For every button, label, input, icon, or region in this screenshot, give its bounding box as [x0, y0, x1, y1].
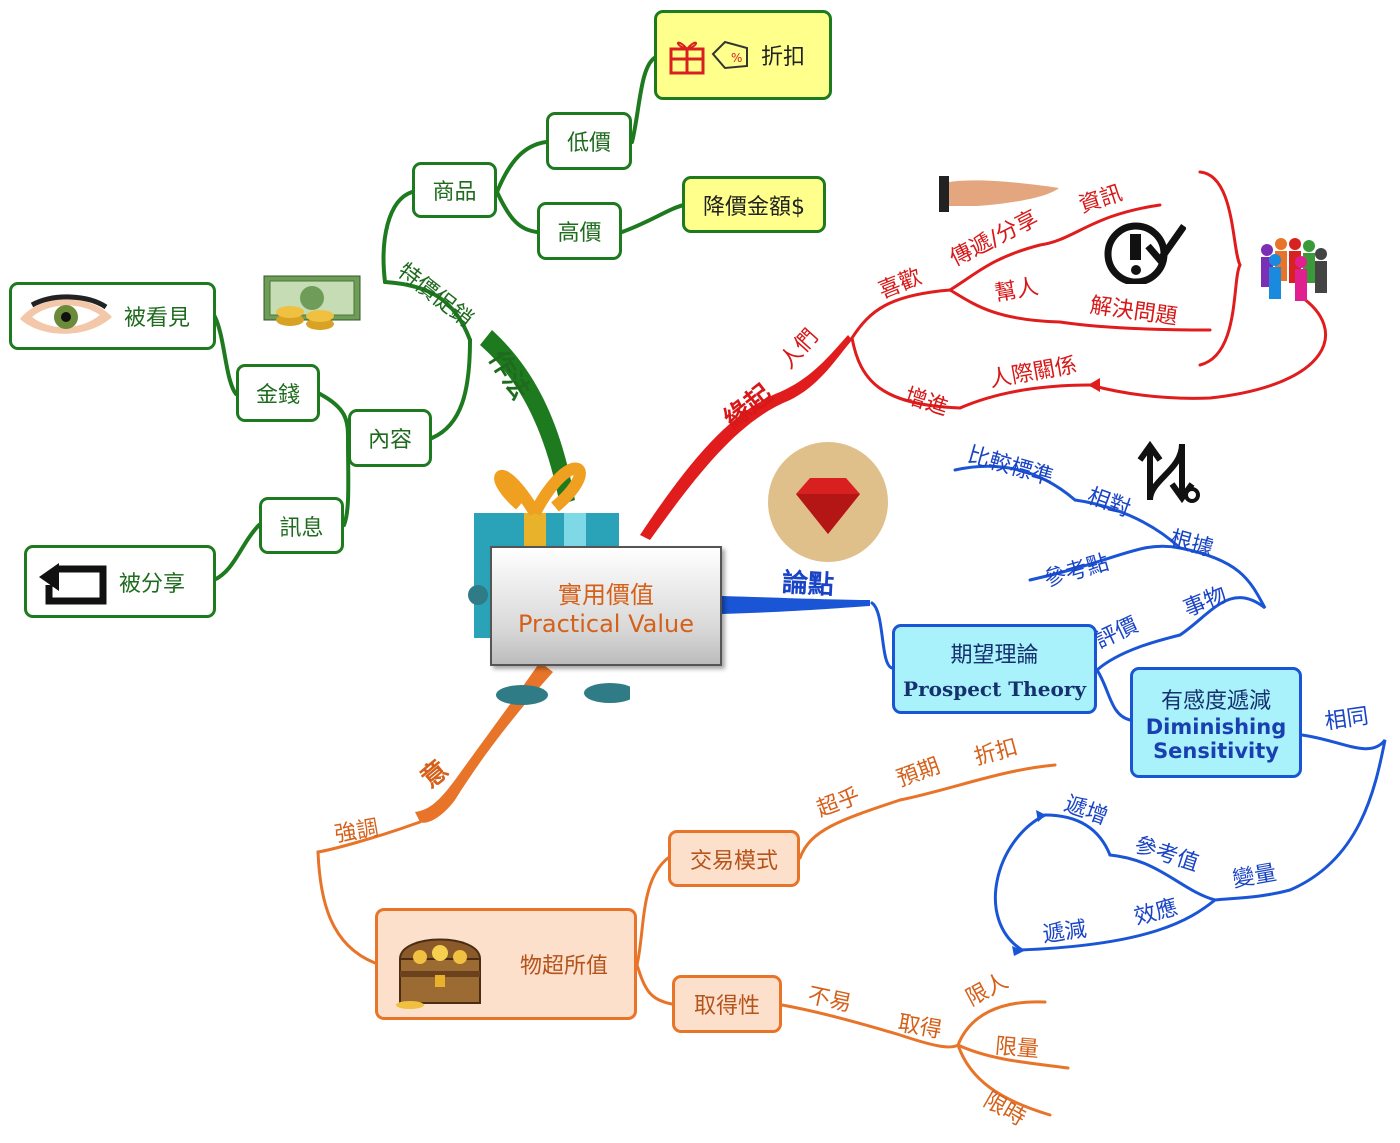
- node-low-price: 低價: [546, 112, 632, 170]
- discount-label: 折扣: [761, 45, 806, 70]
- node-trade-mode: 交易模式: [668, 830, 800, 887]
- label-decrement: 遞減: [1041, 917, 1089, 948]
- red-main-branch: [640, 335, 852, 540]
- node-be-shared: 被分享: [24, 545, 216, 618]
- prospect-theory-en: Prospect Theory: [903, 677, 1086, 701]
- green-main-branch: [480, 330, 575, 505]
- swap-arrows-icon: [1132, 440, 1204, 506]
- node-obtain: 取得性: [672, 975, 782, 1033]
- label-same: 相同: [1323, 704, 1371, 735]
- blue-main-branch: [722, 596, 870, 614]
- node-be-seen: 被看見: [9, 282, 216, 350]
- gift-icon: [667, 35, 707, 75]
- center-title-en: Practical Value: [517, 609, 694, 638]
- node-money: 金錢: [236, 364, 320, 422]
- be-seen-label: 被看見: [124, 306, 191, 331]
- share-return-icon: [37, 557, 109, 607]
- prospect-theory-zh: 期望理論: [950, 643, 1039, 668]
- dollar-coins-icon: [262, 272, 362, 334]
- eye-icon: [18, 291, 114, 341]
- node-content: 內容: [348, 409, 432, 467]
- node-diminishing: 有感度遞減 Diminishing Sensitivity: [1130, 667, 1302, 778]
- node-value-for-money: 物超所值: [375, 908, 637, 1020]
- node-high-price: 高價: [537, 202, 622, 260]
- label-argument: 論點: [781, 568, 835, 601]
- label-limit-qty: 限量: [993, 1034, 1040, 1063]
- hand-icon: [937, 172, 1062, 214]
- node-prospect-theory: 期望理論 Prospect Theory: [892, 624, 1097, 714]
- node-price-cut: 降價金額$: [682, 176, 826, 233]
- diminishing-en-1: Diminishing: [1145, 714, 1287, 739]
- center-node: 實用價值 Practical Value: [490, 546, 722, 666]
- ruby-badge-icon: [768, 442, 888, 562]
- people-group-icon: [1255, 236, 1335, 304]
- treasure-chest-icon: [390, 919, 490, 1009]
- exclamation-check-icon: [1102, 220, 1187, 286]
- be-shared-label: 被分享: [119, 571, 186, 597]
- svg-text:%: %: [731, 51, 742, 65]
- node-goods: 商品: [412, 162, 497, 218]
- node-message: 訊息: [259, 497, 344, 554]
- value-for-money-label: 物超所值: [520, 954, 609, 979]
- price-tag-icon: %: [711, 38, 749, 72]
- diminishing-zh: 有感度遞減: [1160, 688, 1271, 714]
- node-discount-box: % 折扣: [654, 10, 832, 100]
- diminishing-en-2: Sensitivity: [1153, 738, 1279, 763]
- center-title-zh: 實用價值: [558, 580, 654, 609]
